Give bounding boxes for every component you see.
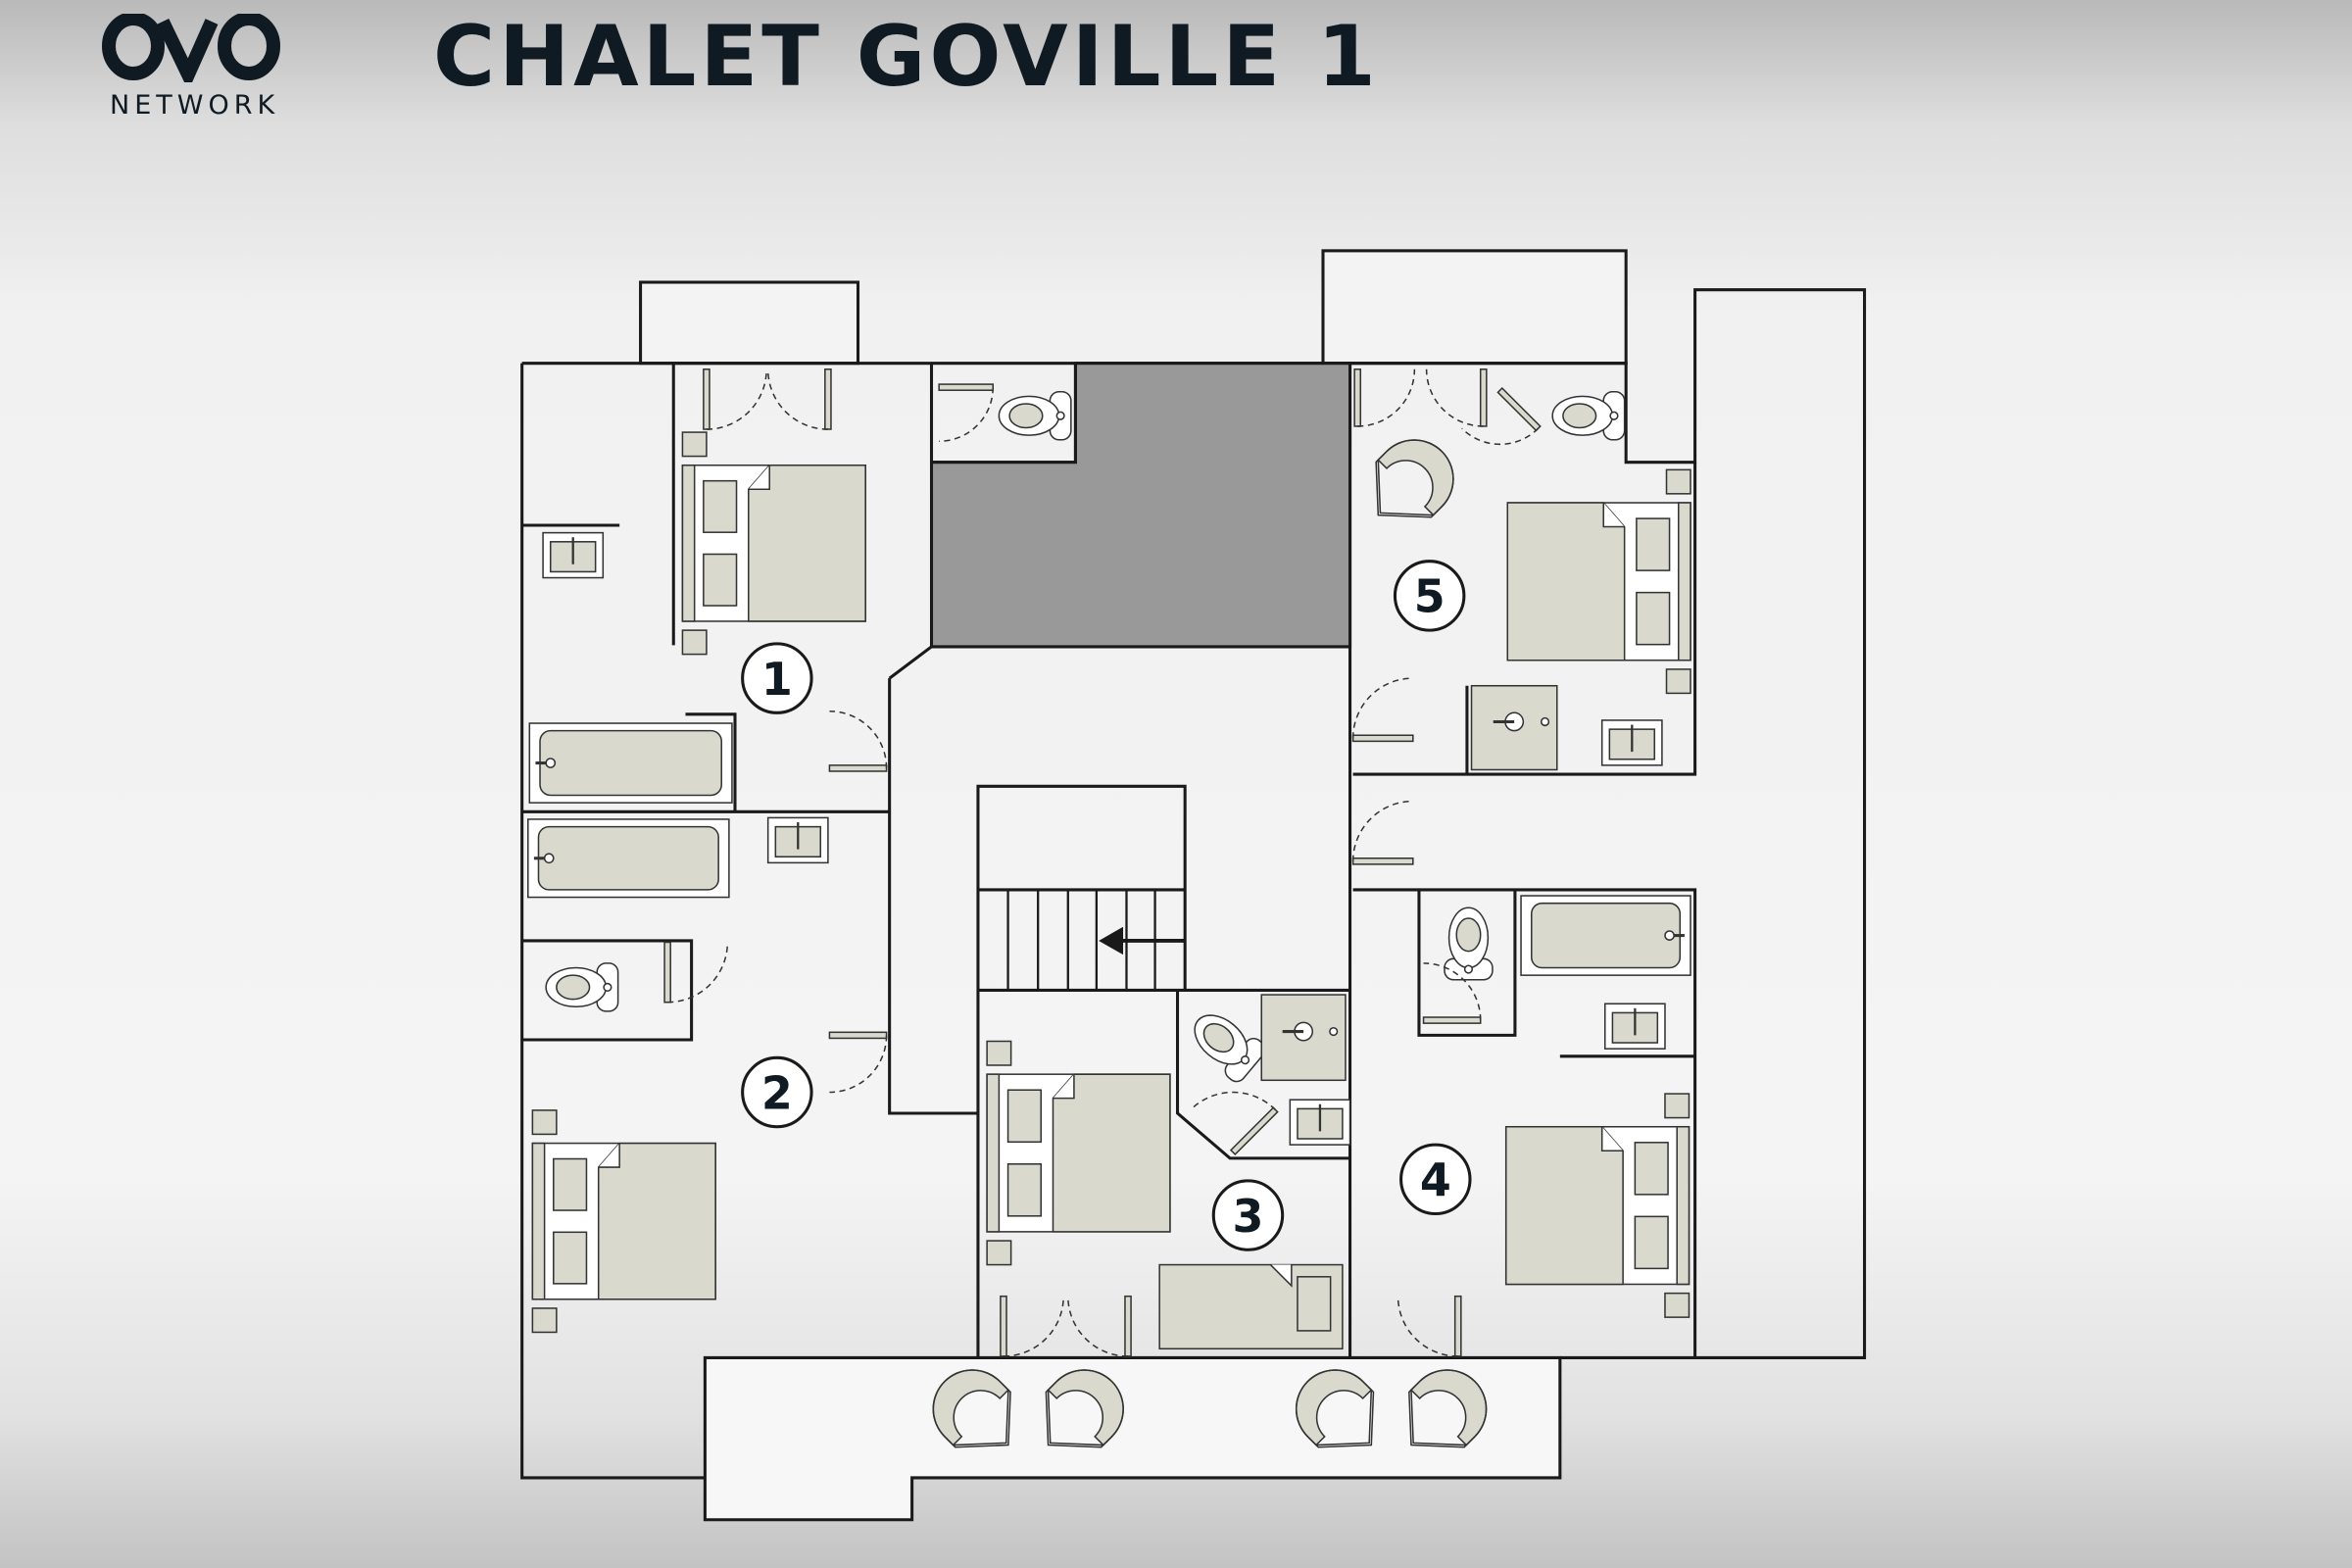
shower-icon [1260,994,1347,1082]
logo-mark-icon [102,12,280,91]
double-bed-icon [681,431,866,656]
daybed-icon [1158,1263,1344,1350]
logo-text: NETWORK [110,90,280,121]
armchair-icon [1295,1369,1375,1448]
bathtub-icon [527,818,730,899]
room1-walls [521,363,890,813]
arrow-left-icon [1099,926,1124,956]
walls [520,249,1867,1522]
outer-wall-right [1352,288,1867,1359]
nightstand [1664,1093,1690,1119]
armchair-icon [932,1369,1011,1448]
door [703,368,767,430]
nightstand [1665,468,1691,495]
nightstand [531,1307,558,1334]
shower-icon [1470,684,1558,771]
page-title: CHALET GOVILLE 1 [433,8,1380,106]
bathtub-icon [528,722,733,804]
furniture [527,390,1691,1448]
svg-text:1: 1 [761,653,793,706]
door [1425,368,1488,427]
sink-icon [1603,1003,1666,1050]
room-label-3: 3 [1211,1179,1285,1251]
balcony-top-left [639,280,860,366]
door [663,941,729,1004]
nightstand [681,629,708,656]
double-bed-icon [531,1109,716,1334]
nightstand [1664,1292,1690,1318]
sink-icon [1600,719,1663,766]
sink-icon [542,531,605,579]
room-label-1: 1 [741,642,813,714]
double-bed-icon [986,1040,1171,1266]
door [766,368,832,430]
ovo-network-logo [102,12,318,123]
balcony-bottom [703,1355,1562,1522]
sink-icon [766,816,829,864]
doors [663,368,1542,1357]
door [1353,368,1416,427]
svg-text:2: 2 [761,1066,793,1119]
door [1000,1295,1064,1357]
wc-room2 [521,939,694,1042]
door [1422,962,1482,1024]
bathtub-icon [1520,895,1691,976]
room4-5-walls [1348,363,1697,1358]
staircase [1006,889,1186,991]
door [1351,677,1414,743]
balcony-top-right [1321,249,1628,366]
room3-walls [976,784,1350,1358]
door [828,1031,888,1094]
toilet-icon [545,962,619,1012]
double-bed-icon [1504,1093,1690,1318]
svg-text:5: 5 [1414,570,1446,623]
shaft-void [929,362,1352,649]
armchair-icon [1045,1369,1124,1448]
toilet-icon [1551,390,1626,441]
toilet-icon [998,390,1072,441]
nightstand [1665,668,1691,695]
room-labels: 1 2 3 4 5 [741,560,1472,1251]
nightstand [986,1040,1012,1066]
room-label-4: 4 [1399,1143,1472,1216]
door [828,710,888,772]
room-label-5: 5 [1393,560,1466,632]
svg-text:3: 3 [1232,1190,1263,1243]
nightstand [986,1240,1012,1266]
svg-text:4: 4 [1420,1153,1451,1206]
door [1067,1295,1132,1357]
nightstand [681,431,708,458]
double-bed-icon [1506,468,1691,695]
armchair-icon [1408,1369,1488,1448]
door [938,383,995,443]
door [1396,1295,1462,1357]
door [1190,1091,1279,1156]
door [1351,800,1414,865]
sink-icon [1289,1099,1351,1146]
nightstand [531,1109,558,1136]
toilet-icon [1194,1014,1266,1083]
room-label-2: 2 [741,1055,813,1129]
door [1461,386,1542,446]
toilet-icon [1444,906,1494,981]
armchair-icon [1375,439,1454,518]
